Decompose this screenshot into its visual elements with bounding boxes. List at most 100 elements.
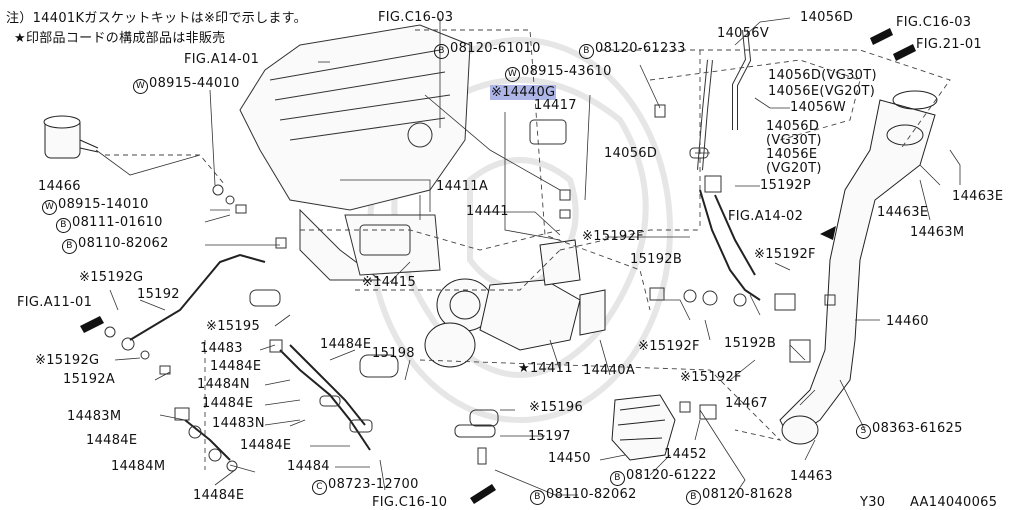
part-number-text: 14460 — [886, 314, 929, 329]
part-label-p-14463: 14463 — [790, 470, 833, 484]
part-number-text: ※15192G — [79, 270, 144, 285]
part-number-text: (VG20T) — [766, 161, 822, 176]
part-label-p-14056v: 14056V — [717, 27, 769, 41]
part-number-text: 15198 — [372, 346, 415, 361]
part-label-p-14483n: 14483N — [212, 417, 265, 431]
part-label-p-14484e-c: 14484E — [202, 397, 253, 411]
arrow-fig-a11-01 — [80, 316, 104, 333]
part-label-p-vg30t: (VG30T) — [766, 134, 822, 148]
arrow-fig-a14-02 — [820, 226, 836, 240]
part-number-text: FIG.A11-01 — [17, 295, 93, 310]
part-label-p-15192b-a: 15192B — [630, 253, 682, 267]
fastener-type-badge: B — [56, 218, 71, 233]
engine-block — [239, 24, 471, 281]
part-number-text: 14056D — [604, 146, 658, 161]
part-label-p-15192f-d: ※15192F — [680, 371, 742, 385]
note-not-sold: ★印部品コードの構成部品は非販売 — [14, 31, 226, 46]
part-label-p-15192f-b: ※15192F — [754, 248, 816, 262]
arrow-fig-21-01 — [893, 44, 916, 61]
fastener-type-badge: B — [579, 44, 594, 59]
part-label-p-14484: 14484 — [287, 460, 330, 474]
part-label-p-14452: 14452 — [664, 448, 707, 462]
part-number-text: 08120-61233 — [595, 41, 686, 56]
part-label-p-15192f-c: ※15192F — [638, 340, 700, 354]
part-number-text: FIG.C16-03 — [896, 15, 972, 30]
fastener-type-badge: B — [62, 239, 77, 254]
part-number-text: ※14440G — [490, 85, 557, 100]
part-label-p-vg20t: (VG20T) — [766, 162, 822, 176]
part-number-text: FIG.C16-10 — [372, 495, 448, 510]
fastener-type-badge: B — [686, 490, 701, 505]
part-label-p-14056d-vg30t: 14056D(VG30T) — [768, 69, 877, 83]
part-number-text: 14056E — [766, 147, 818, 162]
part-label-p-14484e-e: 14484E — [240, 439, 291, 453]
part-number-text: 14483M — [67, 409, 122, 424]
part-number-text: 14483 — [200, 341, 243, 356]
part-number-text: FIG.A14-02 — [728, 209, 804, 224]
part-label-p-14484n-a: 14484N — [197, 378, 250, 392]
part-label-p-14411: ★14411 — [518, 362, 573, 376]
part-number-text: 14056E(VG20T) — [768, 84, 876, 99]
part-number-text: 08915-44010 — [149, 76, 240, 91]
part-label-fig-a14-01: FIG.A14-01 — [184, 53, 259, 67]
part-number-text: 14484N — [197, 377, 250, 392]
part-label-p-14056d-3: 14056D — [604, 147, 657, 161]
part-number-text: 14463M — [910, 225, 965, 240]
part-number-text: 14484E — [240, 438, 292, 453]
heat-shield — [611, 394, 676, 461]
part-label-p-14415: ※14415 — [362, 276, 416, 290]
part-number-text: 08363-61625 — [872, 421, 963, 436]
intake-pipe — [779, 90, 938, 445]
part-label-fig-c16-10: FIG.C16-10 — [372, 496, 447, 510]
part-number-text: 15192B — [630, 252, 683, 267]
part-number-text: 08120-61010 — [450, 41, 541, 56]
part-number-text: 14441 — [466, 204, 509, 219]
part-number-text: ※14415 — [362, 275, 417, 290]
part-number-text: 08110-82062 — [546, 487, 637, 502]
part-label-p-14484e-b: 14484E — [210, 360, 261, 374]
part-label-p-14463e-a: 14463E — [877, 206, 928, 220]
part-label-fig-21-01: FIG.21-01 — [916, 38, 982, 52]
part-label-p-14450: 14450 — [548, 452, 591, 466]
part-label-p-15198: 15198 — [372, 347, 415, 361]
fastener-type-badge: S — [856, 424, 871, 439]
part-label-p-14440g: ※14440G — [490, 85, 557, 100]
oil-line — [129, 189, 761, 341]
part-label-p-14483: 14483 — [200, 342, 243, 356]
part-number-text: 14484M — [111, 459, 166, 474]
part-number-text: ※15192F — [638, 339, 700, 354]
part-label-p-15197: 15197 — [528, 430, 571, 444]
part-number-text: 08120-81628 — [702, 487, 793, 502]
part-number-text: FIG.21-01 — [916, 37, 982, 52]
part-number-text: 14467 — [725, 396, 768, 411]
part-number-text: FIG.A14-01 — [184, 52, 260, 67]
part-label-p-14411a: 14411A — [436, 180, 488, 194]
part-label-p-14483m: 14483M — [67, 410, 121, 424]
part-label-p-15192g-b: ※15192G — [35, 354, 99, 368]
vacuum-hose — [697, 29, 752, 171]
part-label-p-15192b-b: 15192B — [724, 337, 776, 351]
part-number-text: 14056W — [790, 100, 847, 115]
fastener-type-badge: W — [505, 67, 520, 82]
part-label-p-14056d-top: 14056D — [800, 11, 853, 25]
part-label-p-15195: ※15195 — [206, 320, 260, 334]
arrow-fig-c16-03 — [870, 28, 893, 45]
part-number-text: 14463E — [952, 189, 1004, 204]
fastener-type-badge: C — [312, 480, 327, 495]
part-number-text: (VG30T) — [766, 133, 822, 148]
part-label-p-15192: 15192 — [137, 288, 180, 302]
part-number-text: 14466 — [38, 179, 81, 194]
part-label-p-15192a: 15192A — [63, 373, 115, 387]
part-number-text: ※15192F — [582, 229, 644, 244]
part-number-text: 15197 — [528, 429, 571, 444]
part-number-text: 14056V — [717, 26, 770, 41]
